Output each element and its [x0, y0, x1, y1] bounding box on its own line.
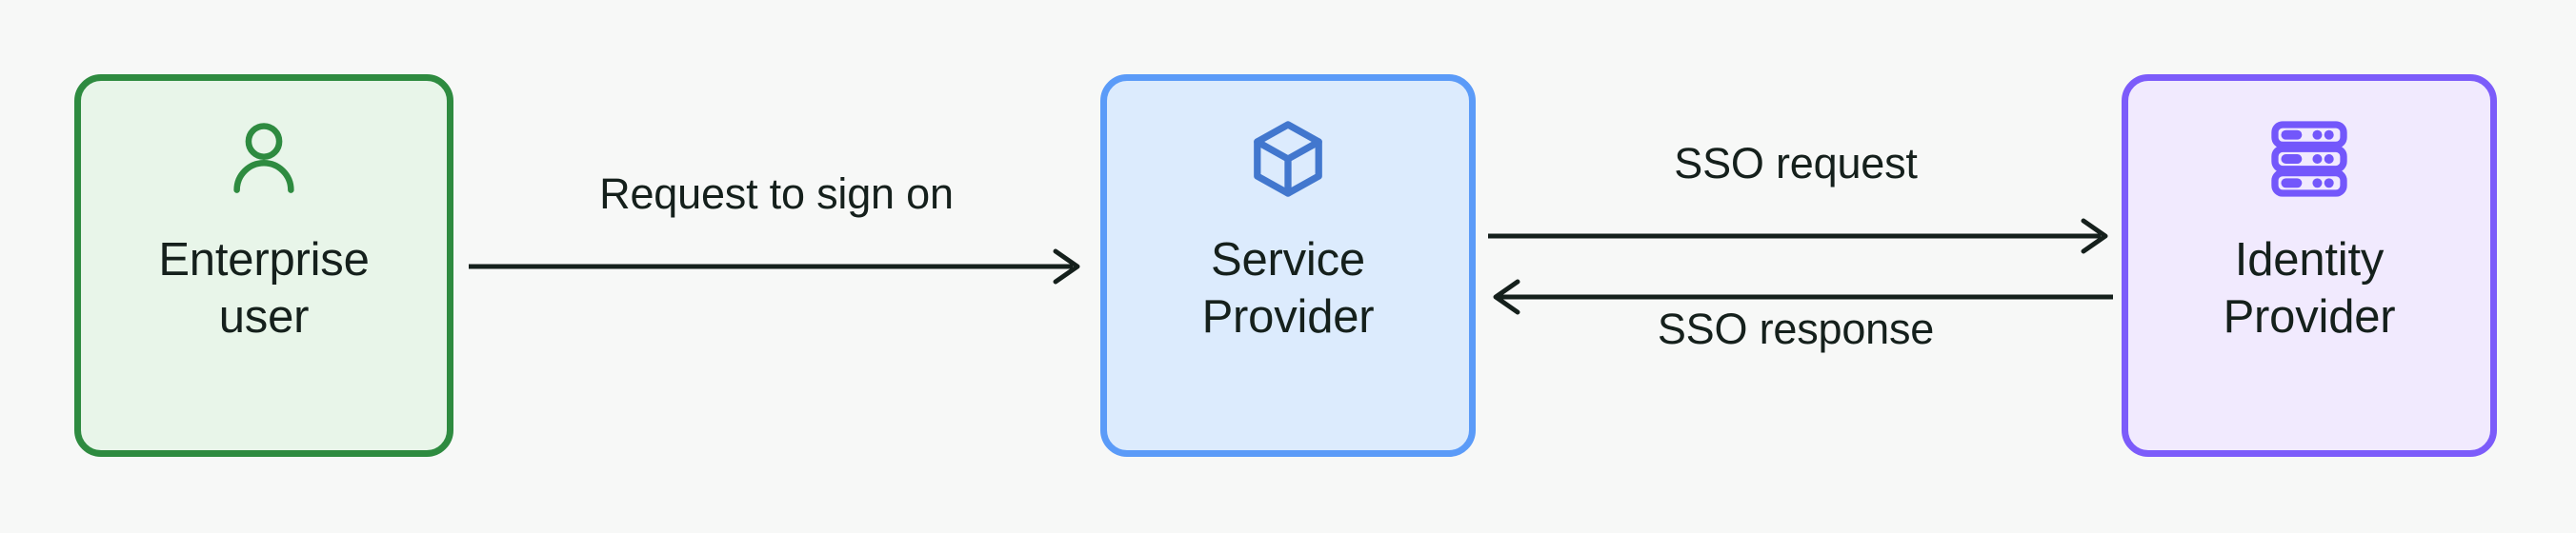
arrow-sso-response [1486, 268, 2115, 330]
node-identity-provider-label: Identity Provider [2223, 234, 2396, 343]
node-enterprise-user[interactable]: Enterprise user [74, 74, 453, 457]
edge-label-request-to-sign-on: Request to sign on [599, 169, 954, 218]
node-identity-provider[interactable]: Identity Provider [2122, 74, 2497, 457]
node-service-provider-label: Service Provider [1201, 234, 1375, 343]
node-enterprise-user-label: Enterprise user [158, 234, 370, 343]
user-icon [220, 115, 308, 207]
arrow-request-to-sign-on [467, 238, 1086, 300]
arrow-sso-request [1486, 207, 2115, 269]
node-service-provider[interactable]: Service Provider [1100, 74, 1476, 457]
edge-label-sso-request: SSO request [1674, 139, 1918, 188]
edge-label-sso-response: SSO response [1657, 305, 1935, 353]
cube-icon [1244, 115, 1332, 207]
server-rack-icon [2265, 115, 2353, 207]
